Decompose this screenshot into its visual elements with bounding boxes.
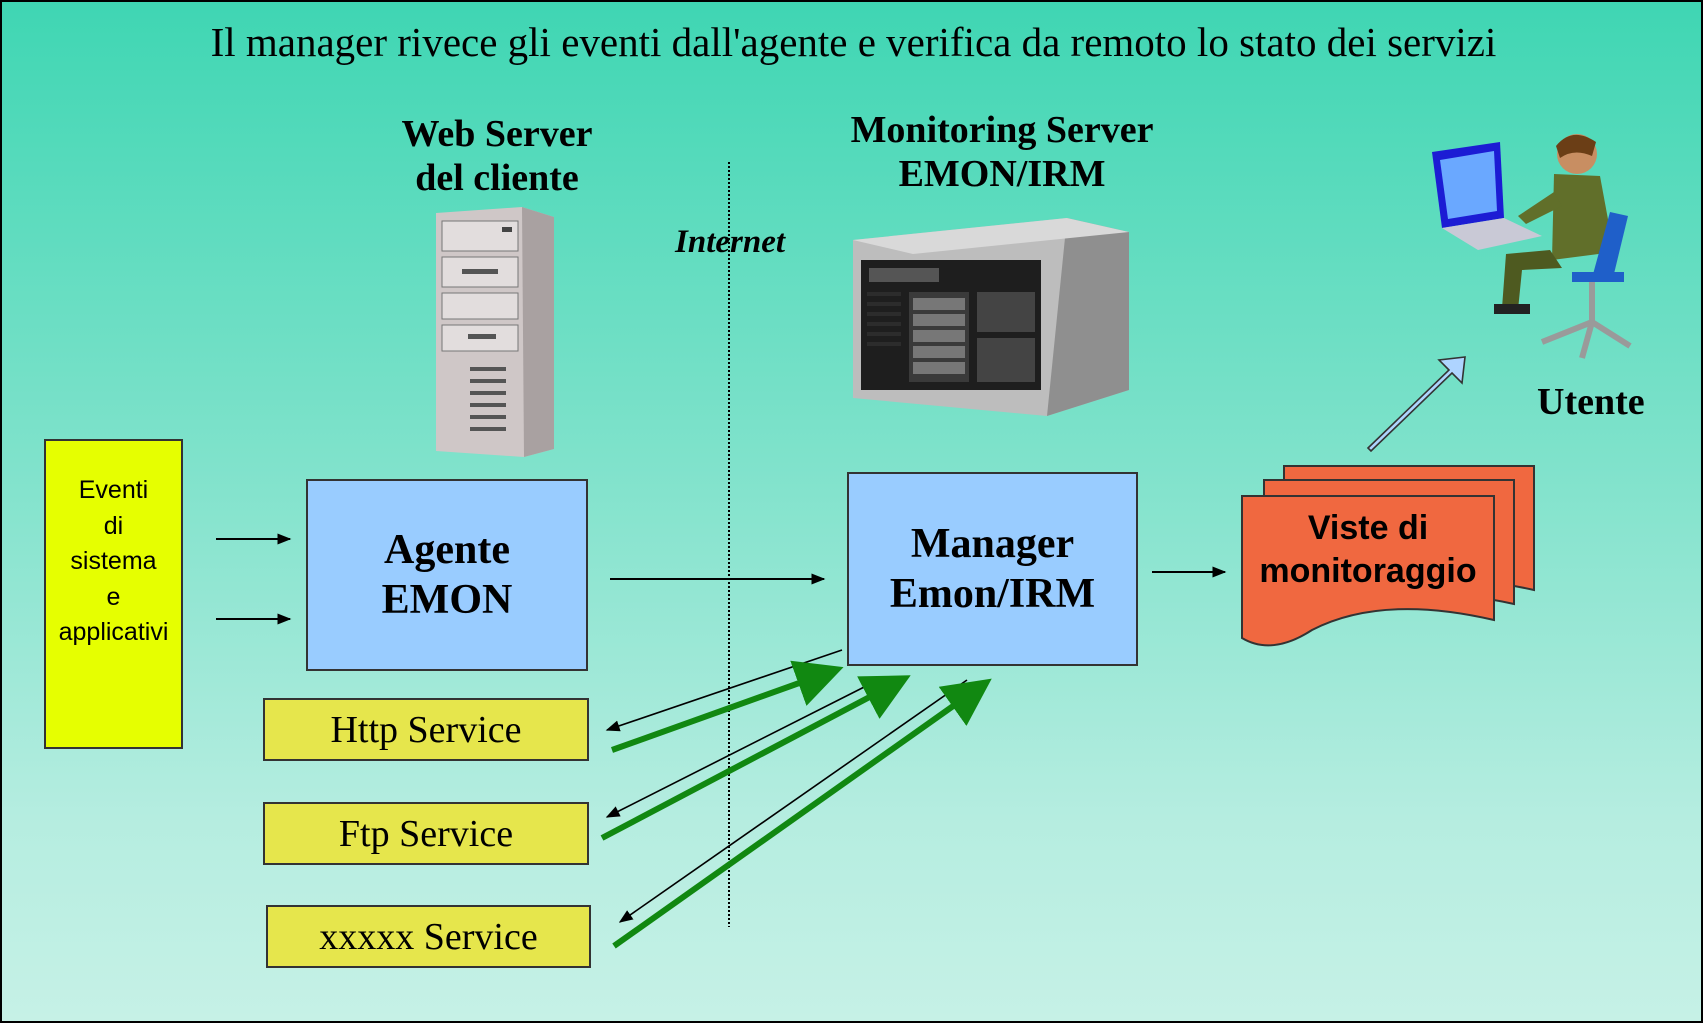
manager-box-line1: Manager [910,520,1075,567]
agent-box-line1: Agente [384,526,510,573]
check-request-arrow-http [605,649,843,732]
monitoring-server-heading-line2: EMON/IRM [898,153,1106,196]
http-service-box: Http Service [263,698,589,761]
events-box: Eventi di sistema e applicativi [44,439,183,749]
web-server-heading: Web Server del cliente [352,112,642,201]
ftp-service-box: Ftp Service [263,802,589,865]
web-server-heading-line1: Web Server [401,113,593,155]
events-box-line: di [103,511,124,540]
agent-box: Agente EMON [306,479,588,671]
events-box-line: Eventi [78,476,149,504]
internet-label: Internet [675,224,786,260]
service-response-arrow-http [610,660,844,753]
manager-box: Manager Emon/IRM [847,472,1138,666]
check-request-arrow-ftp [605,677,883,818]
events-box-line: applicativi [58,618,169,646]
views-doc: Viste di monitoraggio [1242,507,1494,592]
slide-title: Il manager rivece gli eventi dall'agente… [210,19,1497,65]
monitoring-server-heading-line1: Monitoring Server [850,109,1154,151]
check-request-arrow-xxxxx [618,679,968,923]
agent-box-line2: EMON [381,577,513,623]
views-doc-stack [1241,465,1535,647]
service-response-arrow-ftp [600,675,911,841]
manager-box-line2: Emon/IRM [889,571,1096,617]
events-box-line: e [106,582,121,611]
views-doc-line1: Viste di [1307,509,1429,547]
rack-server-icon [853,218,1129,416]
web-server-heading-line2: del cliente [415,157,579,200]
events-box-line: sistema [70,547,157,575]
xxxxx-service-box: xxxxx Service [266,905,591,968]
tower-server-icon [436,207,554,457]
user-at-laptop-icon [1432,134,1632,359]
monitoring-server-heading: Monitoring Server EMON/IRM [802,108,1202,197]
user-label: Utente [1537,381,1645,423]
user-access-arrow [1366,356,1466,453]
views-doc-line2: monitoraggio [1259,551,1477,590]
service-response-arrow-xxxxx [612,678,992,949]
